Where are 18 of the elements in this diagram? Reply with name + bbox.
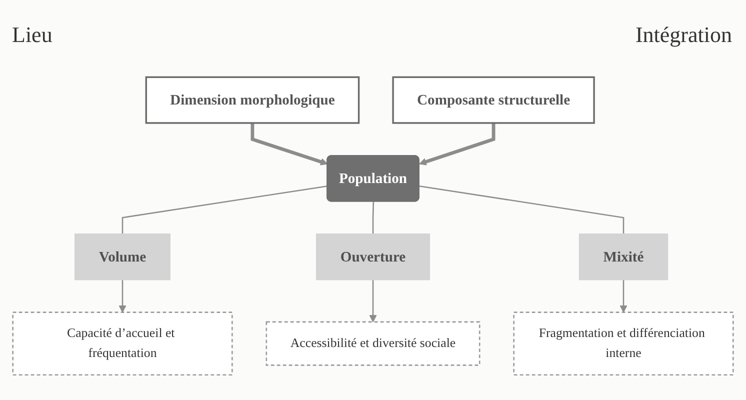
arrow — [250, 123, 328, 166]
connector — [122, 185, 328, 234]
node-box: Ouverture — [316, 234, 430, 280]
node-box: Capacité d’accueil et fréquentation — [12, 312, 233, 376]
connector — [372, 202, 374, 234]
arrow — [419, 123, 496, 166]
arrow — [620, 280, 628, 313]
column-heading: Intégration — [635, 22, 732, 48]
arrow — [369, 280, 377, 322]
node-box: Mixité — [578, 234, 668, 280]
connector — [419, 185, 624, 234]
node-box: Fragmentation et différenciation interne — [513, 312, 734, 376]
node-box: Dimension morphologique — [145, 76, 360, 124]
arrow — [118, 280, 126, 313]
node-box: Volume — [74, 234, 171, 280]
column-heading: Lieu — [12, 22, 52, 48]
node-box: Accessibilité et diversité sociale — [266, 321, 480, 366]
node-box: Composante structurelle — [392, 76, 595, 124]
